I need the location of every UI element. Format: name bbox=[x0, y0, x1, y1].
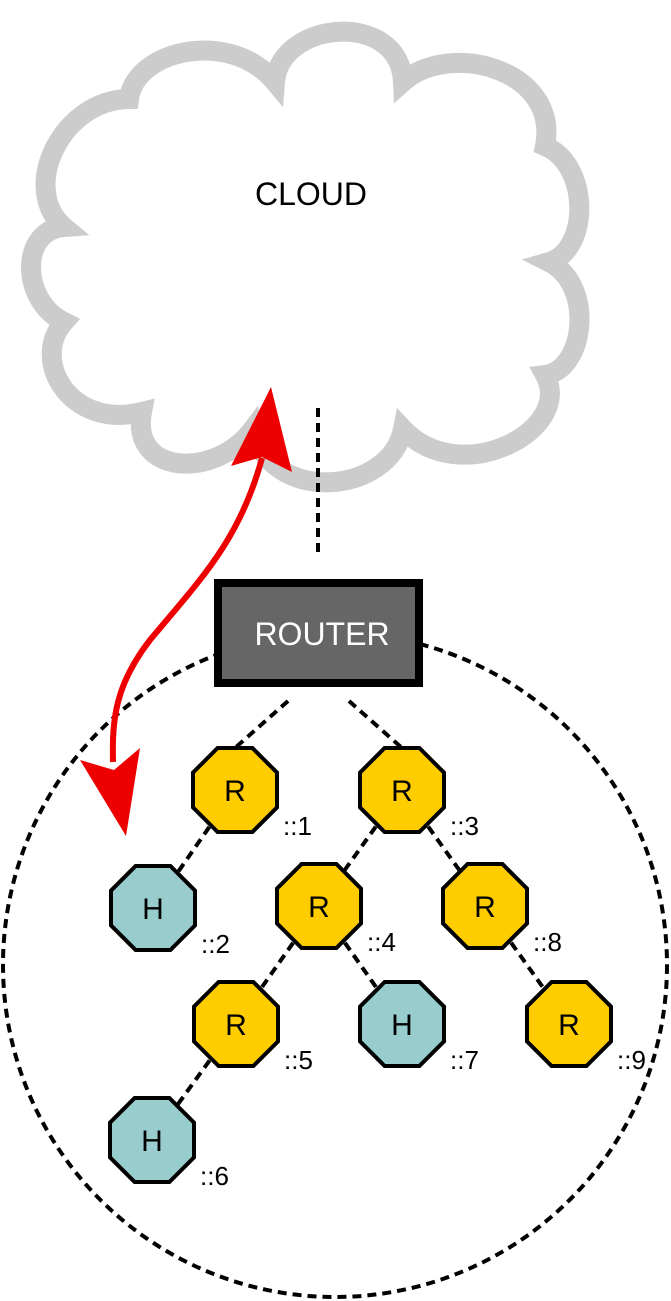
octagon-router-icon[interactable] bbox=[358, 746, 446, 834]
bidirectional-arrow bbox=[80, 387, 292, 836]
cloud: CLOUD bbox=[21, 21, 590, 493]
node-address: ::8 bbox=[533, 927, 562, 957]
node-letter: H bbox=[141, 1125, 163, 1158]
octagon-host-icon[interactable] bbox=[108, 1096, 196, 1184]
node-letter: R bbox=[308, 891, 330, 924]
node-address: ::7 bbox=[450, 1045, 479, 1075]
node-address: ::6 bbox=[200, 1161, 229, 1191]
node-letter: R bbox=[224, 775, 246, 808]
router-node-n1[interactable]: R::1 bbox=[191, 746, 312, 841]
arrow-shaft bbox=[109, 457, 265, 763]
host-node-n6[interactable]: H::6 bbox=[108, 1096, 229, 1191]
router-node-n3[interactable]: R::3 bbox=[358, 746, 479, 841]
octagon-host-icon[interactable] bbox=[358, 980, 446, 1068]
arrow-head-up-icon bbox=[231, 387, 292, 472]
router-node-n8[interactable]: R::8 bbox=[441, 862, 562, 957]
host-node-n2[interactable]: H::2 bbox=[109, 864, 230, 959]
router-node-n5[interactable]: R::5 bbox=[192, 980, 313, 1075]
node-letter: R bbox=[474, 891, 496, 924]
router-node-n4[interactable]: R::4 bbox=[275, 862, 396, 957]
subnet-boundary bbox=[1, 631, 669, 1299]
node-address: ::5 bbox=[284, 1045, 313, 1075]
node-letter: R bbox=[391, 775, 413, 808]
node-address: ::1 bbox=[283, 811, 312, 841]
node-address: ::9 bbox=[617, 1045, 646, 1075]
node-letter: R bbox=[558, 1009, 580, 1042]
cloud-outline bbox=[21, 21, 590, 493]
node-letter: H bbox=[142, 893, 164, 926]
link-router-n3 bbox=[347, 699, 404, 750]
octagon-router-icon[interactable] bbox=[192, 980, 280, 1068]
nodes: R::1H::2R::3R::4R::5H::6H::7R::8R::9 bbox=[108, 746, 646, 1191]
cloud-label: CLOUD bbox=[255, 176, 367, 212]
octagon-router-icon[interactable] bbox=[191, 746, 279, 834]
node-letter: H bbox=[391, 1009, 413, 1042]
router-node-n9[interactable]: R::9 bbox=[525, 980, 646, 1075]
router-label: ROUTER bbox=[254, 616, 389, 652]
node-address: ::4 bbox=[367, 927, 396, 957]
octagon-router-icon[interactable] bbox=[441, 862, 529, 950]
router[interactable]: ROUTER bbox=[214, 579, 423, 687]
node-address: ::3 bbox=[450, 811, 479, 841]
link-router-n1 bbox=[233, 699, 290, 750]
node-address: ::2 bbox=[201, 929, 230, 959]
octagon-host-icon[interactable] bbox=[109, 864, 197, 952]
octagon-router-icon[interactable] bbox=[275, 862, 363, 950]
router-box[interactable] bbox=[214, 579, 423, 687]
arrow-head-down-icon bbox=[80, 748, 140, 836]
node-letter: R bbox=[225, 1009, 247, 1042]
octagon-router-icon[interactable] bbox=[525, 980, 613, 1068]
host-node-n7[interactable]: H::7 bbox=[358, 980, 479, 1075]
